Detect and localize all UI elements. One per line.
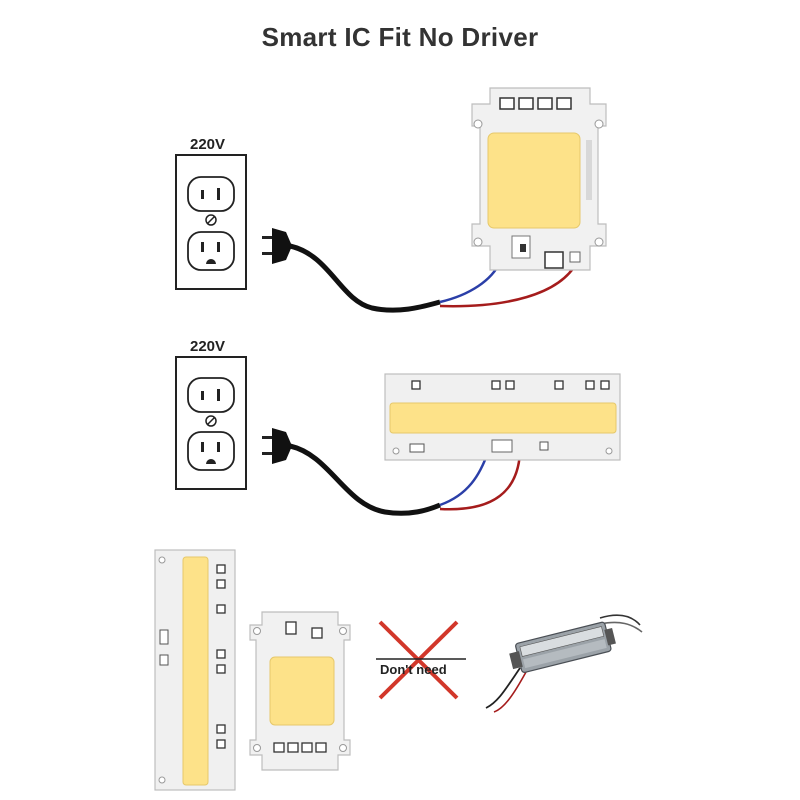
- wall-outlet-middle: [175, 356, 247, 490]
- voltage-label-middle: 220V: [190, 338, 226, 355]
- linear-cob-module-vertical: [154, 549, 236, 791]
- led-driver-box: [485, 614, 643, 713]
- square-cob-module-top: [471, 87, 607, 271]
- voltage-label-top: 220V: [190, 136, 226, 153]
- plug-cable-middle: [262, 428, 522, 516]
- dont-need-cross: Don't need: [376, 620, 466, 700]
- plug-cable-top: [262, 228, 579, 313]
- dont-need-label: Don't need: [380, 662, 447, 677]
- linear-cob-module-middle: [384, 373, 621, 461]
- square-cob-module-bottom: [249, 611, 351, 771]
- page-title: Smart IC Fit No Driver: [261, 22, 539, 52]
- wall-outlet-top: [175, 154, 247, 290]
